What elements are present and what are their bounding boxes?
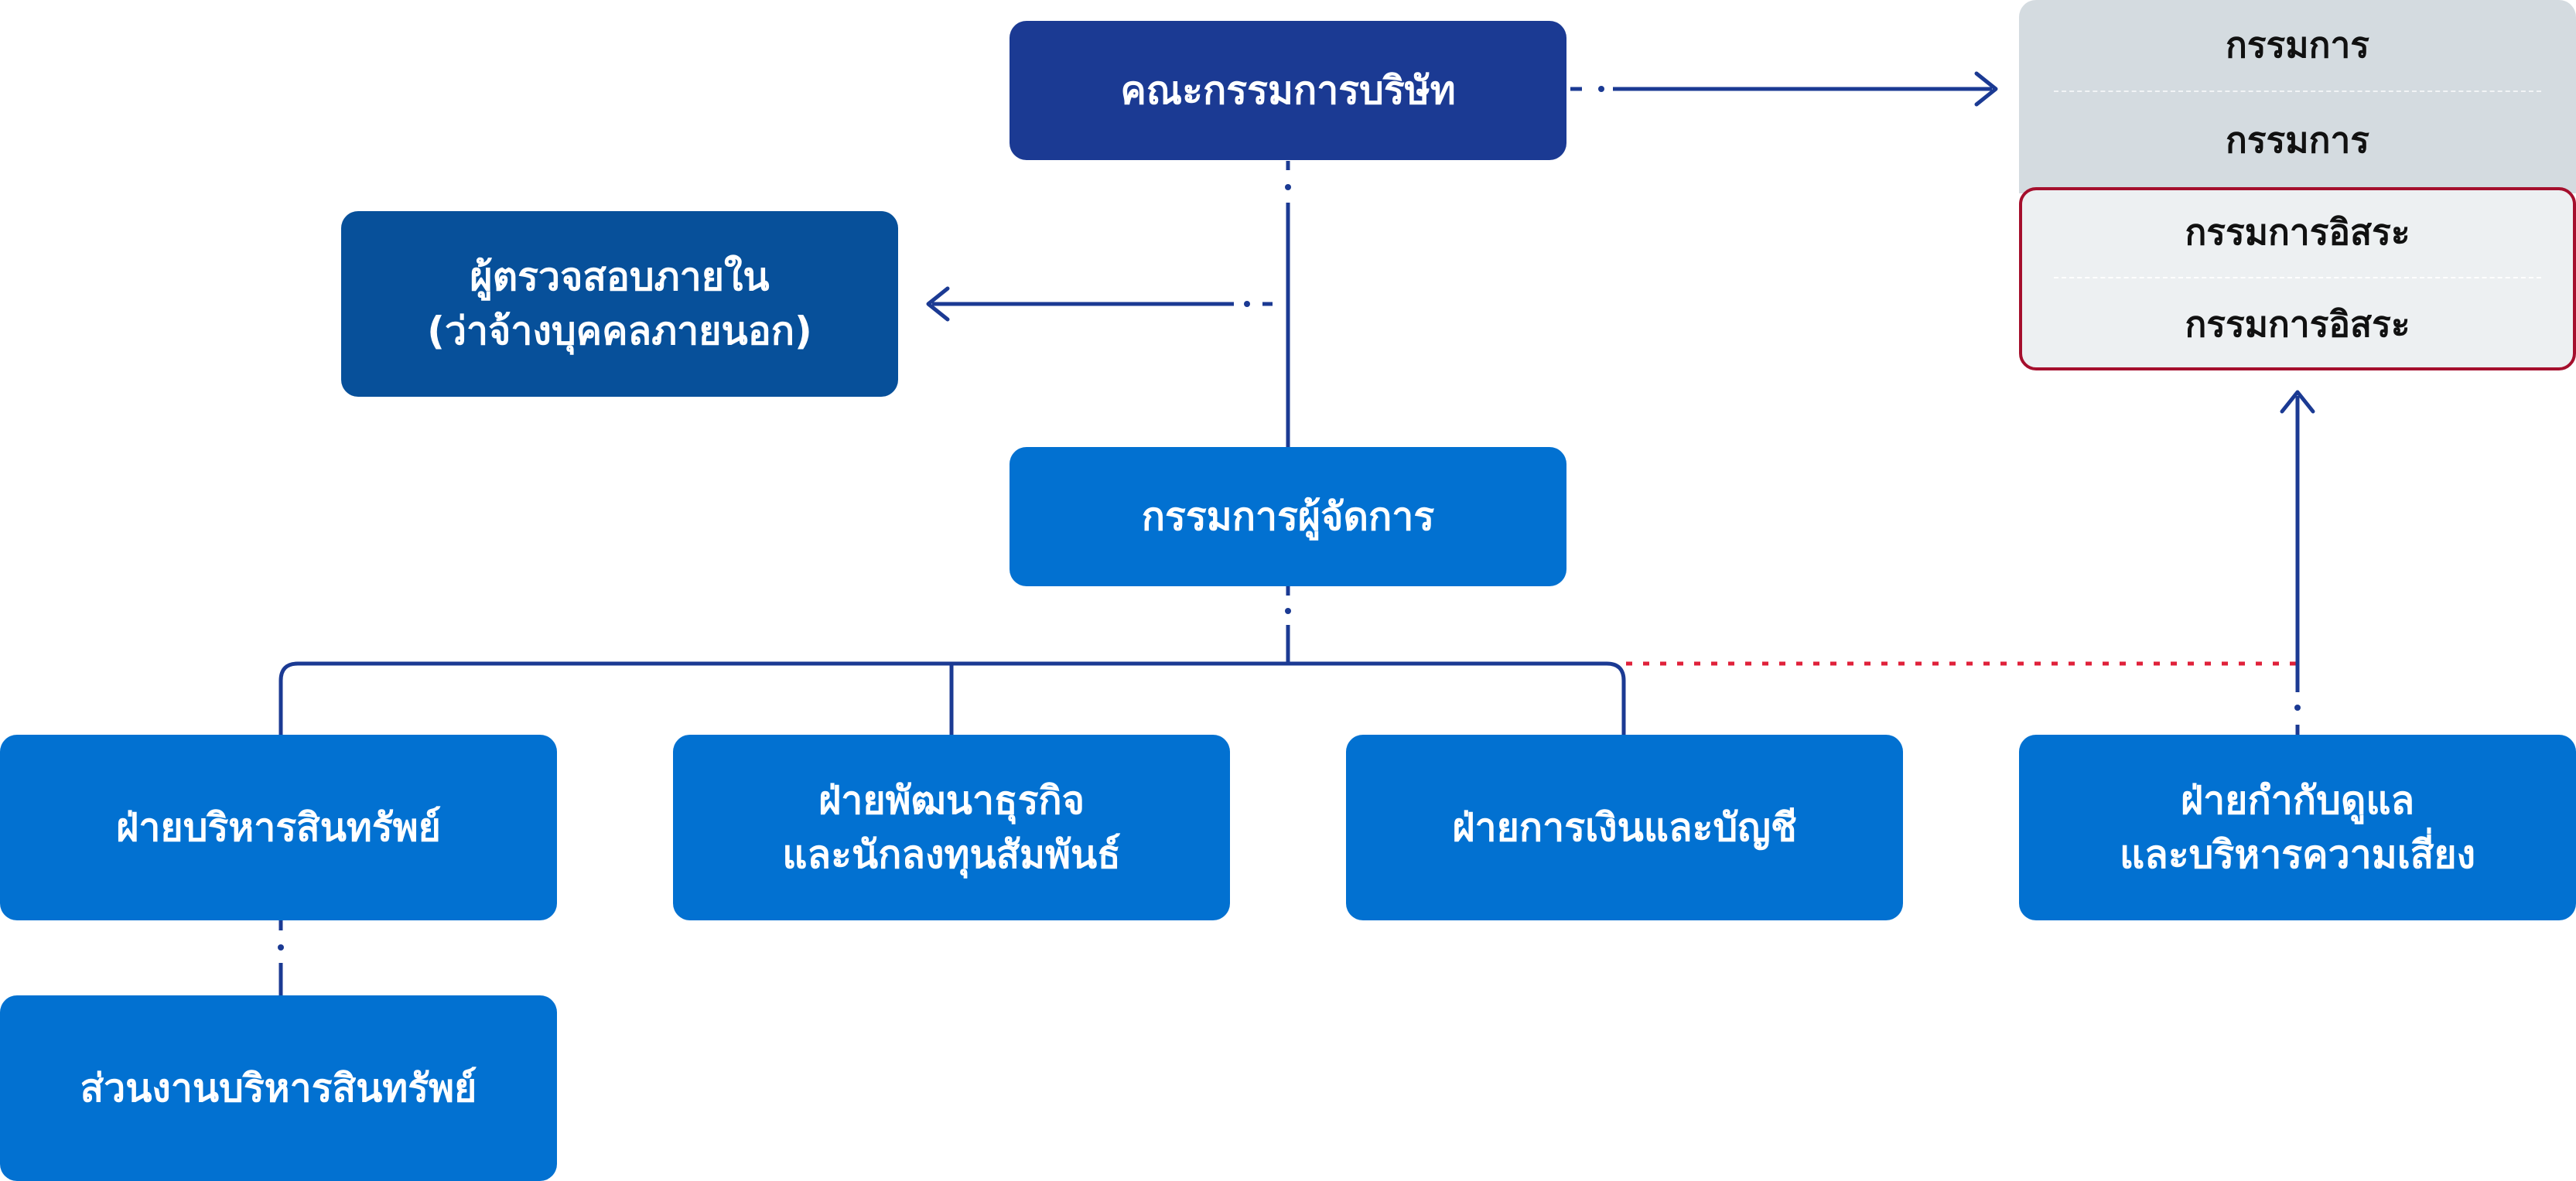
- independent-director-label-1: กรรมการอิสระ: [2185, 210, 2410, 253]
- dept-compliance-risk-box: ฝ่ายกำกับดูแล และบริหารความเสี่ยง: [2019, 735, 2576, 920]
- auditor-label-line1: ผู้ตรวจสอบภายใน: [470, 254, 770, 299]
- managing-director-box: กรรมการผู้จัดการ: [1010, 447, 1566, 586]
- asset-unit-box: ส่วนงานบริหารสินทรัพย์: [0, 995, 557, 1181]
- board-to-md-connector: [1285, 161, 1291, 449]
- board-label: คณะกรรมการบริษัท: [1120, 68, 1456, 113]
- dept-compliance-line2: และบริหารความเสี่ยง: [2119, 832, 2476, 877]
- internal-auditor-box: ผู้ตรวจสอบภายใน (ว่าจ้างบุคคลภายนอก): [341, 211, 898, 397]
- independent-directors-separator: [2054, 277, 2541, 278]
- auditor-connector: [926, 286, 1273, 322]
- dept-asset-management-box: ฝ่ายบริหารสินทรัพย์: [0, 735, 557, 920]
- board-of-directors-box: คณะกรรมการบริษัท: [1010, 21, 1566, 160]
- md-label: กรรมการผู้จัดการ: [1141, 494, 1435, 539]
- independent-directors-box: [2019, 187, 2576, 370]
- compliance-to-independent-connector: [2280, 390, 2315, 735]
- md-to-branch-connector: [1285, 586, 1291, 664]
- director-label-1: กรรมการ: [2226, 24, 2369, 66]
- director-label-2: กรรมการ: [2226, 118, 2369, 161]
- asset-to-unit-connector: [278, 920, 284, 996]
- board-to-directors-connector: [1570, 71, 1998, 107]
- directors-separator: [2054, 90, 2541, 92]
- directors-panel: [2019, 0, 2576, 193]
- auditor-label-line2: (ว่าจ้างบุคคลภายนอก): [427, 309, 812, 353]
- dept-compliance-line1: ฝ่ายกำกับดูแล: [2180, 778, 2415, 823]
- dept-business-development-box: ฝ่ายพัฒนาธุรกิจ และนักลงทุนสัมพันธ์: [673, 735, 1230, 920]
- dept-finance-accounting-box: ฝ่ายการเงินและบัญชี: [1346, 735, 1903, 920]
- dept-finance-label: ฝ่ายการเงินและบัญชี: [1452, 805, 1797, 850]
- dept-business-dev-line1: ฝ่ายพัฒนาธุรกิจ: [818, 778, 1085, 823]
- dept-business-dev-line2: และนักลงทุนสัมพันธ์: [782, 832, 1121, 877]
- dept-asset-management-label: ฝ่ายบริหารสินทรัพย์: [116, 805, 441, 850]
- independent-director-label-2: กรรมการอิสระ: [2185, 303, 2410, 345]
- asset-unit-label: ส่วนงานบริหารสินทรัพย์: [80, 1066, 477, 1111]
